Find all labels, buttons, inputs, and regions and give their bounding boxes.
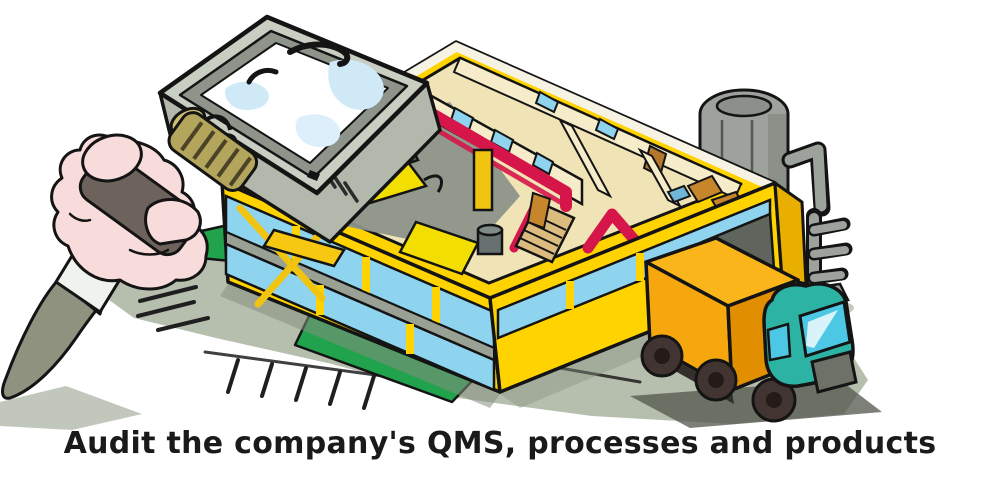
lens-reflection (225, 59, 384, 148)
magnifying-glass (157, 14, 442, 244)
tank-outline (698, 88, 790, 252)
roof-ledge-back-right (452, 42, 775, 190)
sleeve (1, 278, 106, 400)
right-mullions (566, 253, 644, 309)
sleeve-shadow (0, 386, 142, 430)
inspector-arm (1, 133, 209, 400)
caption-text: Audit the company's QMS, processes and p… (63, 426, 937, 461)
glass-band-lower (224, 242, 496, 392)
mezzanine-windows (449, 106, 555, 176)
facade-ledge (262, 228, 346, 268)
red-wall-base (427, 123, 563, 205)
windshield-glare (806, 310, 838, 348)
handle-ferrule (167, 111, 259, 192)
red-wall-long (416, 102, 572, 212)
interior-pillar (472, 148, 494, 212)
tank-pipes (781, 141, 853, 300)
red-wall-chevron (582, 208, 644, 254)
building-base-shadow-left (220, 284, 500, 408)
right-return-wall (773, 179, 808, 286)
lens-glare-strokes (246, 41, 351, 85)
blue-crate (666, 184, 692, 204)
thumb (81, 133, 143, 183)
office-desk-2 (398, 220, 480, 276)
waste-bin-top (476, 223, 504, 237)
hand-creases (68, 212, 170, 256)
truck-wheels (640, 334, 797, 423)
fingertips (144, 198, 202, 246)
cab-step (810, 350, 858, 394)
desk-chair-arm (423, 174, 443, 193)
bezel-notch (307, 170, 320, 181)
tank-dome-opening (715, 94, 773, 118)
delivery-truck (630, 236, 882, 428)
inner-windows (534, 90, 620, 141)
cab-side-window (766, 322, 792, 362)
